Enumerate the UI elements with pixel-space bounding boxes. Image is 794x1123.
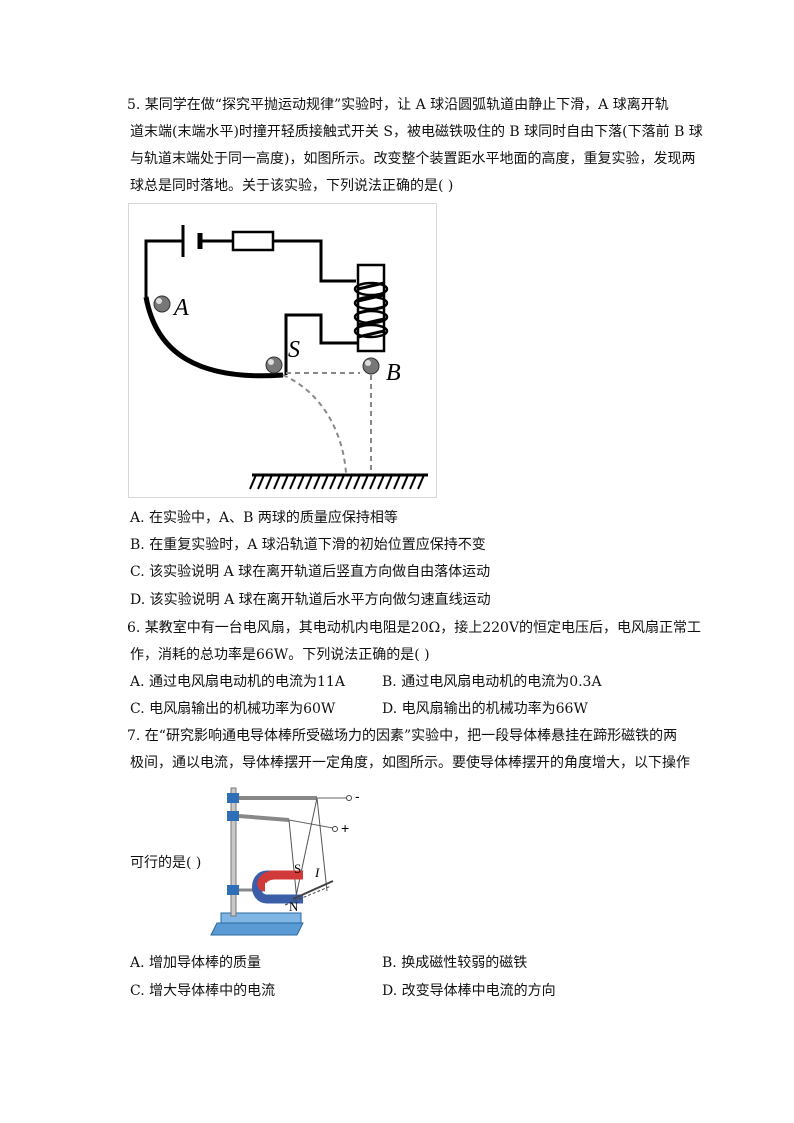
q7-label-i: I <box>314 865 320 880</box>
q7-label-minus: - <box>355 788 360 804</box>
q5-stem-line-2: 道末端(末端水平)时撞开轻质接触式开关 S，被电磁铁吸住的 B 球同时自由下落(… <box>130 124 703 140</box>
q7-option-b[interactable]: B. 换成磁性较弱的磁铁 <box>382 955 528 971</box>
q6-option-d[interactable]: D. 电风扇输出的机械功率为66W <box>382 701 588 717</box>
q7-option-c[interactable]: C. 增大导体棒中的电流 <box>130 983 276 999</box>
q7-figure: - + S I N <box>210 787 360 936</box>
q5-option-a[interactable]: A. 在实验中，A、B 两球的质量应保持相等 <box>130 510 398 526</box>
q5-stem-line-3: 与轨道末端处于同一高度)，如图所示。改变整个装置距水平地面的高度，重复实验，发现… <box>130 151 696 167</box>
q5-label-a: A <box>172 295 189 321</box>
q6-option-b[interactable]: B. 通过电风扇电动机的电流为0.3A <box>382 674 602 690</box>
q5-figure: A S B <box>128 203 437 498</box>
q5-label-s: S <box>288 337 300 363</box>
q6-stem-line-1: 6. 某教室中有一台电风扇，其电动机内电阻是20Ω，接上220V的恒定电压后，电… <box>127 620 702 636</box>
q7-stem-tail: 可行的是( ) <box>130 855 202 871</box>
q7-option-a[interactable]: A. 增加导体棒的质量 <box>130 955 262 971</box>
q7-label-n: N <box>289 899 299 914</box>
q5-stem-line-4: 球总是同时落地。关于该实验，下列说法正确的是( ) <box>130 178 454 194</box>
q7-label-s: S <box>294 861 301 876</box>
q5-option-c[interactable]: C. 该实验说明 A 球在离开轨道后竖直方向做自由落体运动 <box>130 564 491 580</box>
q5-label-b: B <box>386 360 401 386</box>
q6-stem-line-2: 作，消耗的总功率是66W。下列说法正确的是( ) <box>130 647 430 663</box>
q7-stem-line-2: 极间，通以电流，导体棒摆开一定角度，如图所示。要使导体棒摆开的角度增大，以下操作 <box>130 755 690 771</box>
q6-option-a[interactable]: A. 通过电风扇电动机的电流为11A <box>130 674 345 690</box>
q5-stem-line-1: 5. 某同学在做“探究平抛运动规律”实验时，让 A 球沿圆弧轨道由静止下滑，A … <box>127 97 669 113</box>
q7-option-d[interactable]: D. 改变导体棒中电流的方向 <box>382 983 556 999</box>
q6-option-c[interactable]: C. 电风扇输出的机械功率为60W <box>130 701 336 717</box>
q5-option-b[interactable]: B. 在重复实验时，A 球沿轨道下滑的初始位置应保持不变 <box>130 537 486 553</box>
q7-stem-line-1: 7. 在“研究影响通电导体棒所受磁场力的因素”实验中，把一段导体棒悬挂在蹄形磁铁… <box>127 728 678 744</box>
q7-label-plus: + <box>341 820 349 836</box>
q5-option-d[interactable]: D. 该实验说明 A 球在离开轨道后水平方向做匀速直线运动 <box>130 592 491 608</box>
